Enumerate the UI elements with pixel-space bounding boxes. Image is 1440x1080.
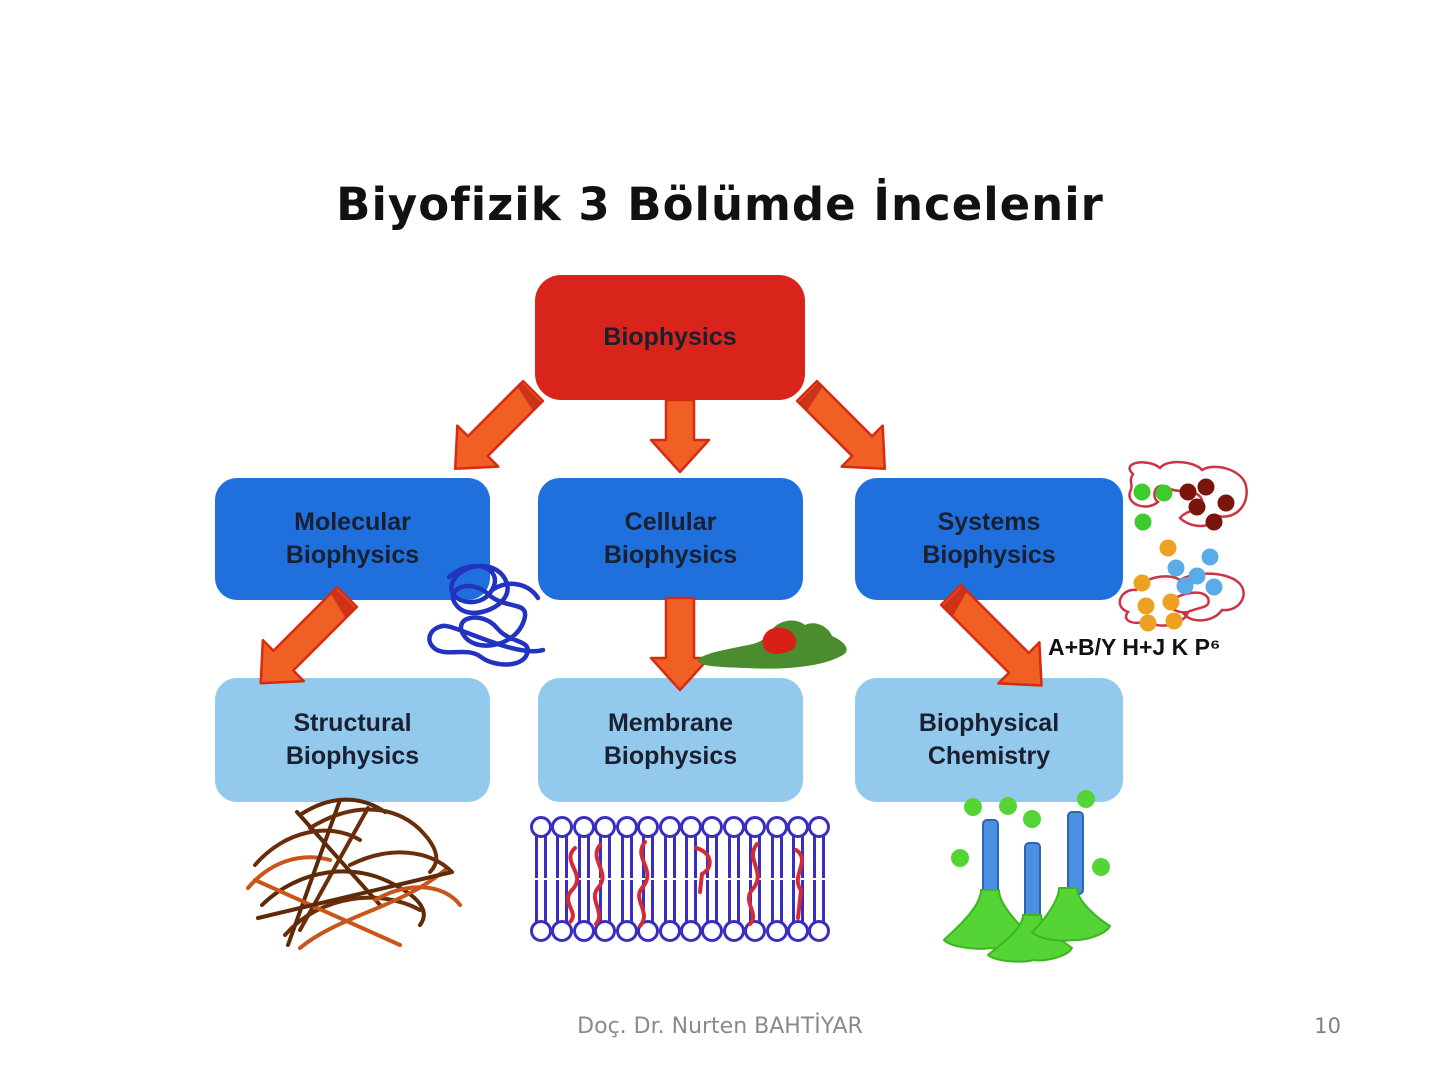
node-label: Biophysics xyxy=(603,323,737,351)
node-structural-biophysics: Structural Biophysics xyxy=(215,678,490,802)
node-label-line: Biophysics xyxy=(285,742,420,770)
node-membrane-biophysics: Membrane Biophysics xyxy=(538,678,803,802)
systems-network-illustration xyxy=(1118,460,1248,632)
receptor-ligand-illustration xyxy=(943,790,1111,963)
node-label-line: Molecular xyxy=(294,508,411,536)
node-label-line: Biophysics xyxy=(603,742,738,770)
node-label-line: Structural xyxy=(293,709,412,737)
node-systems-biophysics: Systems Biophysics xyxy=(855,478,1123,600)
arrow-cellular-to-membrane xyxy=(649,596,711,692)
node-biophysical-chemistry: Biophysical Chemistry xyxy=(855,678,1123,802)
footer-author: Doç. Dr. Nurten BAHTİYAR xyxy=(577,1014,863,1039)
membrane-bilayer-illustration xyxy=(530,816,830,942)
cell-illustration xyxy=(697,620,847,669)
collagen-fibers-illustration xyxy=(246,797,462,950)
systems-formula-annotation: A+B/Y H+J K P⁶ xyxy=(1048,634,1221,660)
node-molecular-biophysics: Molecular Biophysics xyxy=(215,478,490,600)
node-label-line: Biophysics xyxy=(922,541,1056,569)
arrow-root-to-cellular xyxy=(649,398,711,474)
page-number: 10 xyxy=(1314,1014,1341,1038)
node-label-line: Chemistry xyxy=(927,742,1051,770)
node-label-line: Biophysical xyxy=(918,709,1060,737)
node-label-line: Cellular xyxy=(624,508,717,536)
node-label-line: Systems xyxy=(937,508,1041,536)
slide-title: Biyofizik 3 Bölümde İncelenir xyxy=(336,178,1104,231)
node-label-line: Biophysics xyxy=(603,541,738,569)
node-label-line: Membrane xyxy=(607,709,734,737)
node-label-line: Biophysics xyxy=(285,541,420,569)
arrow-root-to-molecular xyxy=(453,379,545,471)
node-cellular-biophysics: Cellular Biophysics xyxy=(538,478,803,600)
node-biophysics: Biophysics xyxy=(535,275,805,400)
arrow-root-to-systems xyxy=(795,379,887,471)
